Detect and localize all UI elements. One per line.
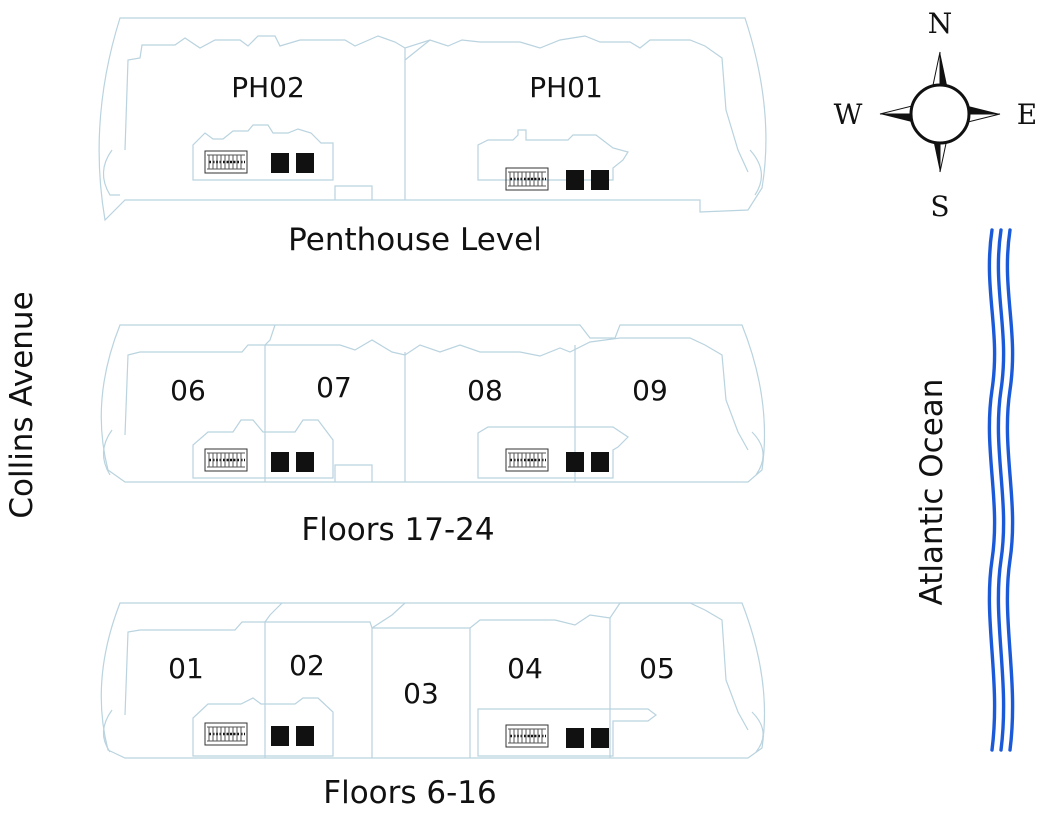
compass-east-label: E [1017,98,1037,131]
unit-label: 07 [316,371,352,404]
floors-17-24-plan: 06 07 08 09 Floors 17-24 [100,324,766,548]
unit-label: 06 [170,374,206,407]
unit-label: 09 [632,374,668,407]
unit-label: 03 [403,677,439,710]
compass-rose-icon [879,51,1001,173]
compass-north-label: N [928,7,953,40]
level-label: Floors 6-16 [323,775,496,811]
street-label: Collins Avenue [4,291,40,518]
level-label: Floors 17-24 [301,512,494,548]
floors-6-16-plan: 01 02 03 04 05 Floors 6-16 [100,602,766,811]
unit-label: PH02 [231,71,305,104]
compass-west-label: W [834,98,863,131]
unit-label: 04 [507,652,543,685]
level-label: Penthouse Level [288,222,542,258]
compass-south-label: S [930,190,949,223]
unit-label: 05 [639,652,675,685]
unit-label: 01 [168,652,204,685]
unit-label: PH01 [529,71,603,104]
unit-label: 02 [289,649,325,682]
unit-label: 08 [467,374,503,407]
ocean-label: Atlantic Ocean [914,379,950,606]
penthouse-level-plan: PH02 PH01 Penthouse Level [98,17,767,258]
ocean-waves-icon [987,228,1015,752]
